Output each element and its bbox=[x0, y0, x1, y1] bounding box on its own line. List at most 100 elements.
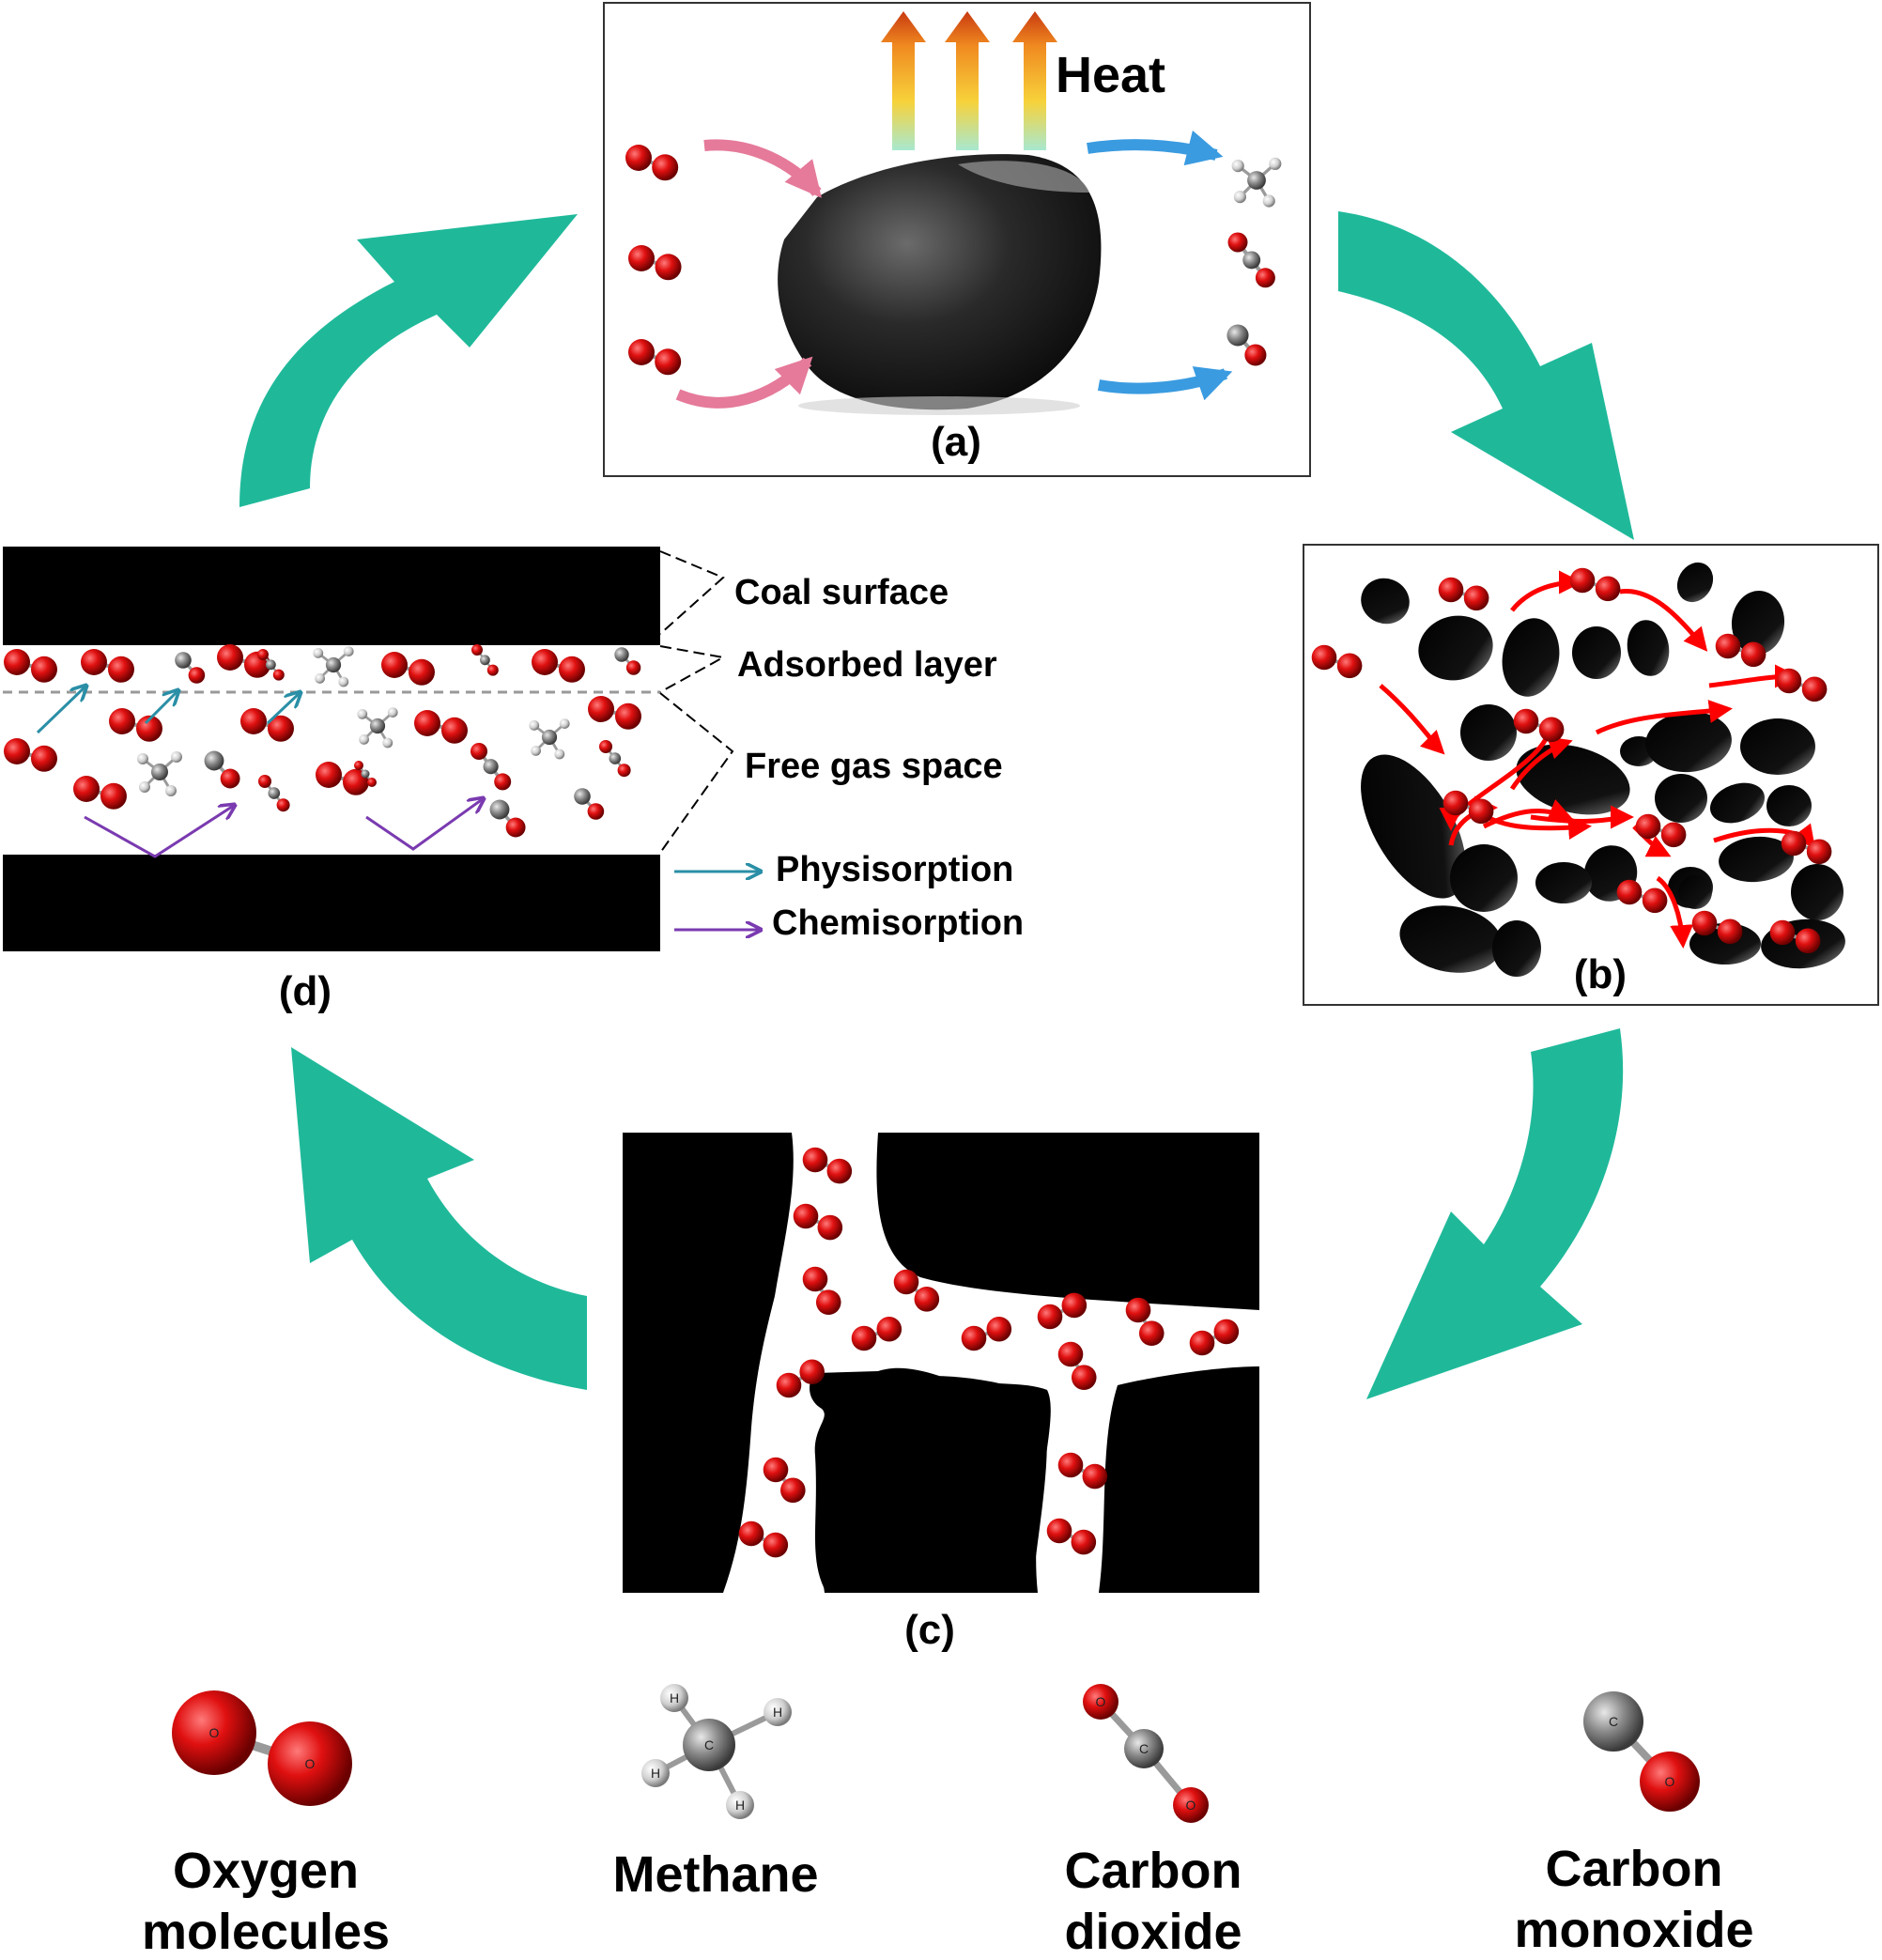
oxygen-atom bbox=[655, 254, 682, 281]
hydrogen-atom bbox=[357, 709, 368, 719]
coal-fragment bbox=[1361, 578, 1410, 625]
hydrogen-atom bbox=[165, 785, 177, 796]
oxygen-atom bbox=[876, 1316, 902, 1342]
oxygen-atom bbox=[1513, 708, 1539, 734]
oxygen-atom bbox=[220, 768, 240, 789]
oxygen-atom bbox=[558, 656, 585, 683]
panel-b: (b) bbox=[1303, 544, 1879, 1006]
oxygen-atom bbox=[1438, 577, 1464, 603]
oxygen-molecule bbox=[81, 649, 134, 683]
atom-letter: C bbox=[1609, 1714, 1618, 1729]
hydrogen-atom bbox=[660, 1684, 688, 1712]
diffusion-arrow bbox=[1379, 684, 1445, 755]
panel-c-caption: (c) bbox=[904, 1607, 955, 1653]
carbon-dioxide-molecule bbox=[354, 761, 377, 787]
coal-fragment bbox=[1502, 618, 1560, 697]
atom-letter: H bbox=[651, 1766, 660, 1781]
hydrogen-atom bbox=[313, 648, 324, 658]
oxygen-atom bbox=[188, 667, 206, 684]
oxygen-atom bbox=[1806, 839, 1832, 865]
cycle-arrow-c-to-d bbox=[291, 1047, 587, 1390]
carbon-dioxide-molecule bbox=[471, 644, 499, 676]
oxygen-atom bbox=[763, 1532, 789, 1558]
legend-carbon-monoxide-molecule: CO bbox=[1583, 1691, 1700, 1812]
oxygen-molecule bbox=[1635, 813, 1687, 848]
oxygen-atom bbox=[1717, 918, 1743, 945]
chemisorption-arrows bbox=[84, 798, 484, 858]
hydrogen-atom bbox=[554, 749, 565, 760]
leader-free-gas-space bbox=[659, 692, 734, 854]
oxygen-atom bbox=[367, 778, 377, 787]
oxygen-molecule bbox=[793, 1203, 843, 1241]
carbon-monoxide-molecule bbox=[489, 799, 526, 838]
oxygen-atom bbox=[815, 1289, 841, 1315]
label-free-gas-space: Free gas space bbox=[745, 747, 1003, 786]
hydrogen-atom bbox=[137, 753, 148, 764]
oxygen-atom bbox=[1781, 830, 1807, 857]
hydrogen-atom bbox=[1269, 157, 1282, 170]
oxygen-molecule bbox=[1691, 910, 1743, 945]
carbon-atom bbox=[268, 787, 281, 799]
product-outflow-arrow bbox=[1097, 366, 1233, 401]
physisorption-arrows bbox=[36, 686, 301, 734]
methane-molecule bbox=[1231, 157, 1282, 208]
coal-fragment bbox=[1516, 744, 1630, 815]
atom-letter: O bbox=[209, 1725, 220, 1740]
oxygen-molecule bbox=[1189, 1319, 1240, 1356]
leader-adsorbed-layer bbox=[659, 645, 726, 693]
oxygen-atom bbox=[1801, 676, 1828, 702]
label-coal-surface: Coal surface bbox=[734, 573, 949, 612]
hydrogen-atom bbox=[338, 676, 349, 687]
oxygen-atom bbox=[30, 656, 57, 683]
oxygen-atom bbox=[1125, 1297, 1151, 1323]
oxygen-molecule bbox=[1616, 879, 1668, 914]
atom-letter: O bbox=[1096, 1694, 1106, 1709]
oxygen-atom bbox=[414, 710, 440, 736]
oxygen-molecule bbox=[776, 1359, 825, 1398]
oxygen-atom bbox=[1227, 232, 1248, 253]
atom-letter: H bbox=[670, 1690, 679, 1705]
atom-letter: O bbox=[305, 1756, 316, 1771]
hydrogen-atom bbox=[139, 781, 150, 793]
hydrogen-atom bbox=[343, 646, 354, 656]
oxygen-atom bbox=[1642, 887, 1668, 914]
hydrogen-atom bbox=[559, 718, 570, 729]
oxygen-atom bbox=[267, 715, 294, 742]
oxygen-atom bbox=[135, 715, 162, 742]
carbon-atom bbox=[175, 652, 192, 669]
oxygen-molecule bbox=[1057, 1452, 1108, 1489]
coal-fragment bbox=[1655, 774, 1707, 823]
carbon-atom bbox=[1242, 251, 1261, 270]
oxygen-atom bbox=[1769, 919, 1796, 946]
oxygen-atom bbox=[1061, 1292, 1088, 1319]
coal-fragment bbox=[1361, 754, 1466, 899]
coal-fragment bbox=[1791, 864, 1843, 920]
oxygen-atom bbox=[1057, 1452, 1084, 1478]
oxygen-atom bbox=[1616, 879, 1643, 905]
oxygen-atom bbox=[1138, 1320, 1165, 1346]
hydrogen-atom bbox=[1233, 191, 1246, 204]
coal-fragment bbox=[1766, 785, 1812, 826]
oxygen-atom bbox=[100, 782, 127, 810]
legend-carbon-dioxide-line2: dioxide bbox=[1064, 1904, 1242, 1960]
legend-oxygen-line1: Oxygen bbox=[173, 1843, 359, 1899]
heat-arrows bbox=[881, 11, 1057, 150]
oxygen-atom bbox=[780, 1477, 806, 1504]
carbon-monoxide-molecule bbox=[1226, 324, 1267, 366]
oxygen-atom bbox=[1538, 717, 1565, 743]
carbon-atom bbox=[325, 656, 342, 673]
panel-a: Heat (a) bbox=[603, 2, 1311, 477]
legend-carbon-monoxide-line1: Carbon bbox=[1546, 1841, 1723, 1897]
legend-oxygen-molecule: OO bbox=[172, 1690, 352, 1806]
methane-molecule bbox=[313, 646, 354, 687]
hydrogen-atom bbox=[171, 751, 182, 763]
oxygen-molecule bbox=[961, 1316, 1012, 1351]
oxygen-atom bbox=[738, 1520, 764, 1547]
coal-rock-highlight bbox=[958, 161, 1089, 193]
leader-coal-surface bbox=[659, 550, 725, 635]
atom-letter: H bbox=[773, 1705, 782, 1720]
oxygen-atom bbox=[4, 738, 30, 764]
carbon-atom bbox=[1124, 1729, 1164, 1768]
oxygen-atom bbox=[272, 669, 285, 681]
